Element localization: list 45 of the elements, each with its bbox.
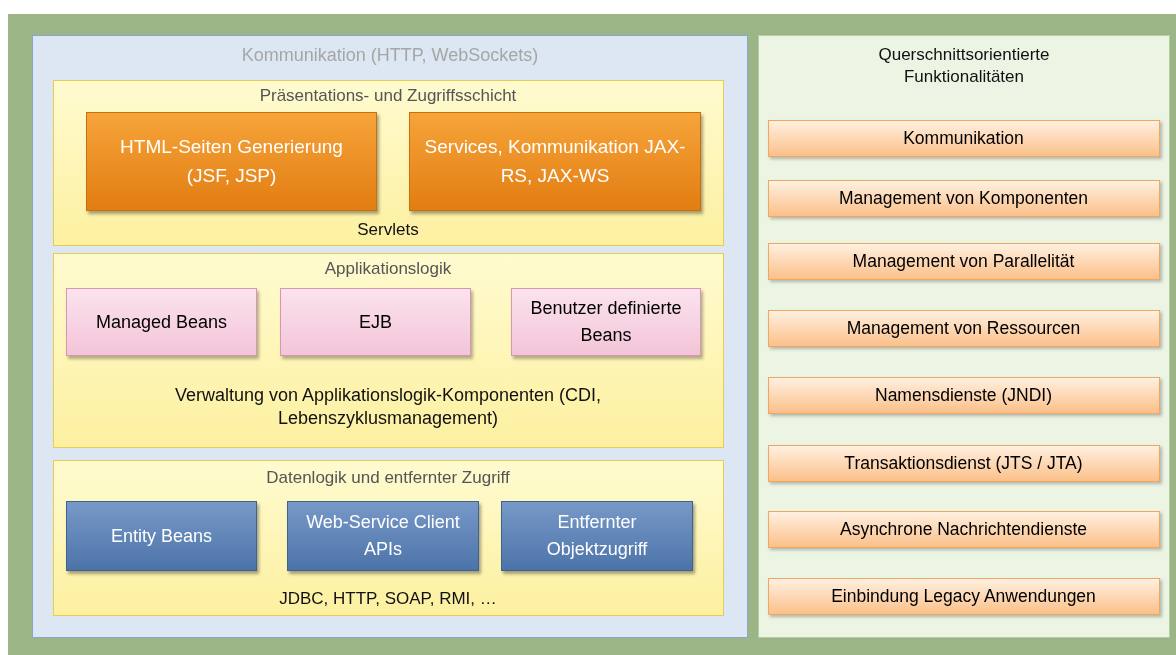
layer-note: Verwaltung von Applikationslogik-Komponenten (CDI, Lebenszyklusmanagement) bbox=[173, 383, 603, 430]
function-box bbox=[767, 510, 1160, 548]
box-label: Transaktionsdienst (JTS / JTA) bbox=[843, 451, 1084, 475]
box-label: EJB bbox=[358, 310, 393, 334]
layer-note: JDBC, HTTP, SOAP, RMI, … bbox=[278, 587, 498, 610]
layer-panel bbox=[32, 35, 748, 638]
layer-title: Querschnittsorientierte Funktionalitäten bbox=[877, 44, 1051, 89]
box-label: HTML-Seiten Generierung (JSF, JSP) bbox=[119, 135, 344, 188]
box-label: Entity Beans bbox=[109, 524, 214, 548]
box-label: Managed Beans bbox=[94, 310, 229, 334]
side-panel bbox=[758, 35, 1170, 638]
box-label: Asynchrone Nachrichtendienste bbox=[838, 517, 1089, 541]
layer-title: Präsentations- und Zugriffsschicht bbox=[258, 84, 518, 107]
layer-box bbox=[52, 252, 724, 448]
box-label: Einbindung Legacy Anwendungen bbox=[830, 584, 1097, 608]
component-box bbox=[66, 288, 257, 356]
box-label: Namensdienste (JNDI) bbox=[874, 383, 1053, 407]
box-label: Entfernter Objektzugriff bbox=[545, 511, 649, 561]
box-label: Management von Parallelität bbox=[851, 249, 1076, 273]
box-label: Web-Service Client APIs bbox=[305, 511, 461, 561]
component-box bbox=[66, 501, 257, 571]
layer-note: Servlets bbox=[356, 218, 420, 241]
function-box bbox=[767, 242, 1160, 280]
component-box bbox=[501, 501, 693, 571]
box-label: Services, Kommunikation JAX-RS, JAX-WS bbox=[423, 135, 687, 188]
function-box bbox=[767, 376, 1160, 414]
box-label: Management von Ressourcen bbox=[845, 316, 1082, 340]
component-box bbox=[511, 288, 701, 356]
layer-box bbox=[52, 79, 724, 246]
component-box bbox=[409, 112, 701, 211]
box-label: Benutzer definierte Beans bbox=[529, 297, 683, 347]
layer-title: Applikationslogik bbox=[323, 257, 453, 280]
function-box bbox=[767, 309, 1160, 347]
box-label: Kommunikation bbox=[902, 126, 1025, 150]
function-box bbox=[767, 119, 1160, 157]
component-box bbox=[280, 288, 471, 356]
component-box bbox=[287, 501, 479, 571]
component-box bbox=[86, 112, 377, 211]
layer-title: Kommunikation (HTTP, WebSockets) bbox=[240, 44, 540, 67]
function-box bbox=[767, 179, 1160, 217]
layer-box bbox=[52, 459, 724, 616]
box-label: Management von Komponenten bbox=[837, 186, 1090, 210]
function-box bbox=[767, 577, 1160, 615]
function-box bbox=[767, 444, 1160, 482]
layer-title: Datenlogik und entfernter Zugriff bbox=[265, 466, 511, 489]
